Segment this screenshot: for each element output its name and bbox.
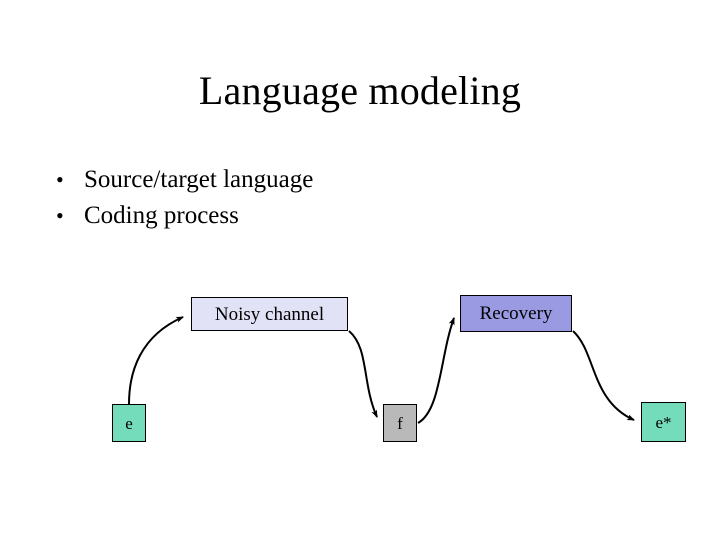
node-e-star-label: e* <box>655 412 672 432</box>
node-e: e <box>112 404 146 442</box>
arrow-noisy-channel-to-f <box>348 330 378 418</box>
node-f: f <box>383 404 417 442</box>
node-recovery-label: Recovery <box>479 303 553 324</box>
list-item: • Coding process <box>48 198 668 234</box>
node-e-star: e* <box>641 402 686 442</box>
bullet-list: • Source/target language • Coding proces… <box>48 162 668 234</box>
list-item: • Source/target language <box>48 162 668 198</box>
arrow-recovery-to-e-star <box>572 330 635 421</box>
node-e-label: e <box>125 413 133 433</box>
arrow-f-to-recovery <box>417 317 455 424</box>
bullet-marker-icon: • <box>56 203 64 228</box>
page-title: Language modeling <box>198 68 522 113</box>
list-item-label: Coding process <box>84 202 239 229</box>
node-f-label: f <box>397 413 403 433</box>
list-item-label: Source/target language <box>84 166 314 193</box>
node-noisy-channel-label: Noisy channel <box>214 303 325 325</box>
node-recovery: Recovery <box>460 295 572 332</box>
node-noisy-channel: Noisy channel <box>191 297 348 331</box>
arrow-e-to-noisy-channel <box>128 316 184 405</box>
bullet-marker-icon: • <box>56 167 64 192</box>
